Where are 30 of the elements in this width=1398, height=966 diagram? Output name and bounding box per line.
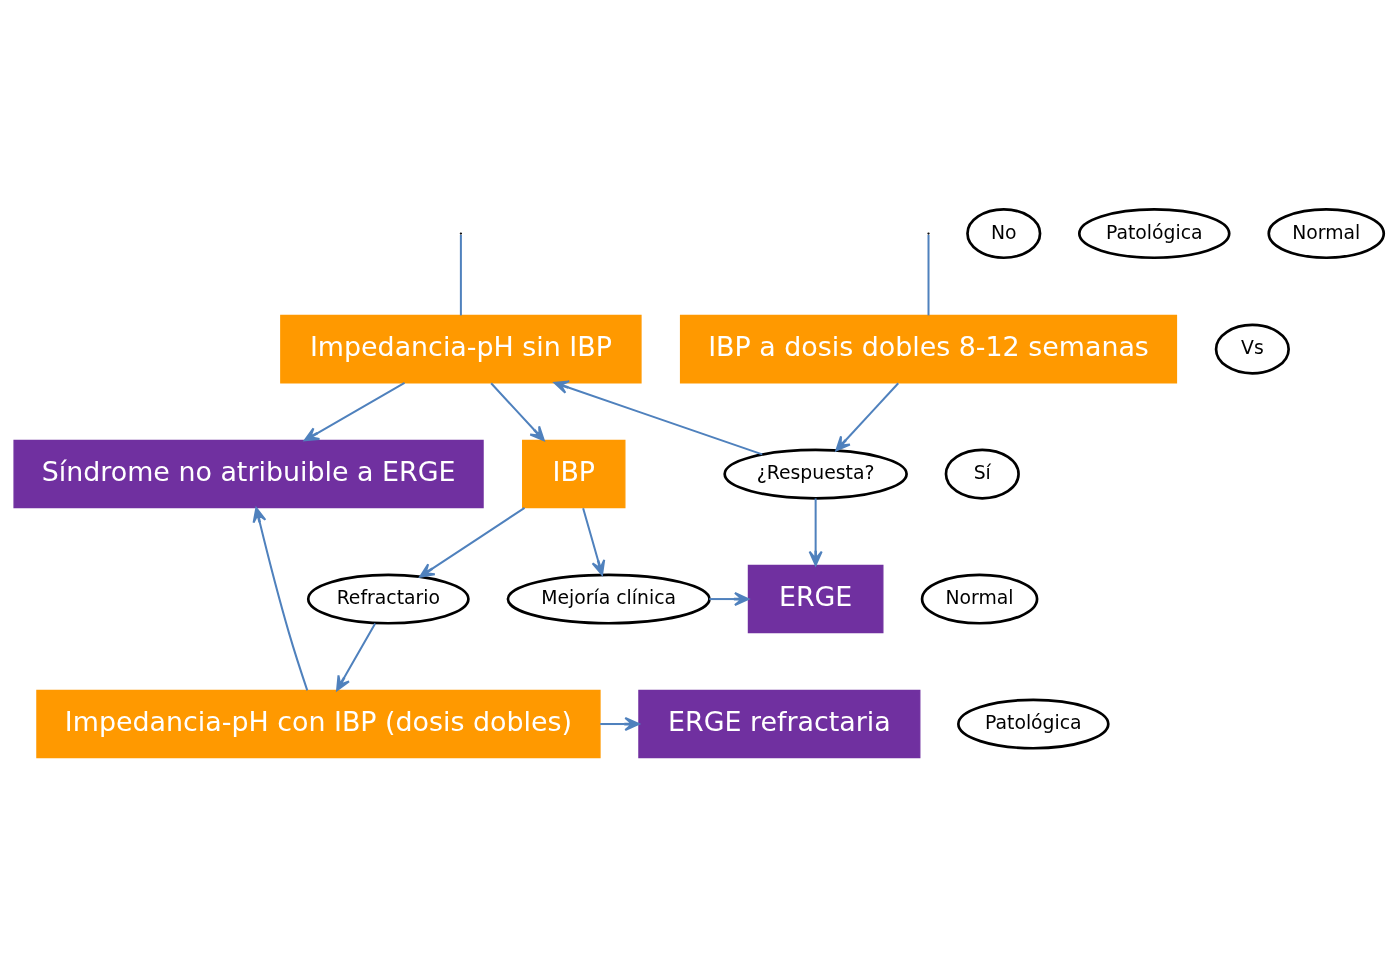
connector xyxy=(927,234,930,315)
arrow xyxy=(600,716,640,731)
node-box: ERGE xyxy=(747,564,884,633)
arrow xyxy=(582,507,606,576)
node-ellipse: No xyxy=(966,207,1042,259)
node-ellipse: Sí xyxy=(944,448,1020,500)
node-ellipse: ¿Respuesta? xyxy=(723,448,908,500)
node-box: IBP a dosis dobles 8-12 semanas xyxy=(679,314,1178,383)
node-box: IBP xyxy=(522,439,626,508)
arrow xyxy=(252,506,309,691)
arrow xyxy=(303,381,406,441)
arrow xyxy=(490,382,545,441)
node-ellipse: Normal xyxy=(1267,207,1386,259)
arrow xyxy=(553,379,763,455)
arrow xyxy=(336,622,377,691)
arrow xyxy=(835,382,899,451)
node-ellipse: Normal xyxy=(920,573,1039,625)
arrow xyxy=(419,506,526,578)
node-box: Impedancia-pH con IBP (dosis dobles) xyxy=(36,689,601,758)
arrow xyxy=(709,591,750,606)
node-box: Síndrome no atribuible a ERGE xyxy=(13,439,484,508)
node-box: Impedancia-pH sin IBP xyxy=(280,314,642,383)
arrow xyxy=(808,497,823,566)
node-ellipse: Mejoría clínica xyxy=(506,573,711,625)
node-ellipse: Refractario xyxy=(306,573,470,625)
node-ellipse: Vs xyxy=(1214,323,1290,375)
connector xyxy=(459,234,462,315)
node-box: ERGE refractaria xyxy=(638,689,921,758)
node-ellipse: Patológica xyxy=(1077,207,1231,259)
node-ellipse: Patológica xyxy=(957,698,1110,750)
